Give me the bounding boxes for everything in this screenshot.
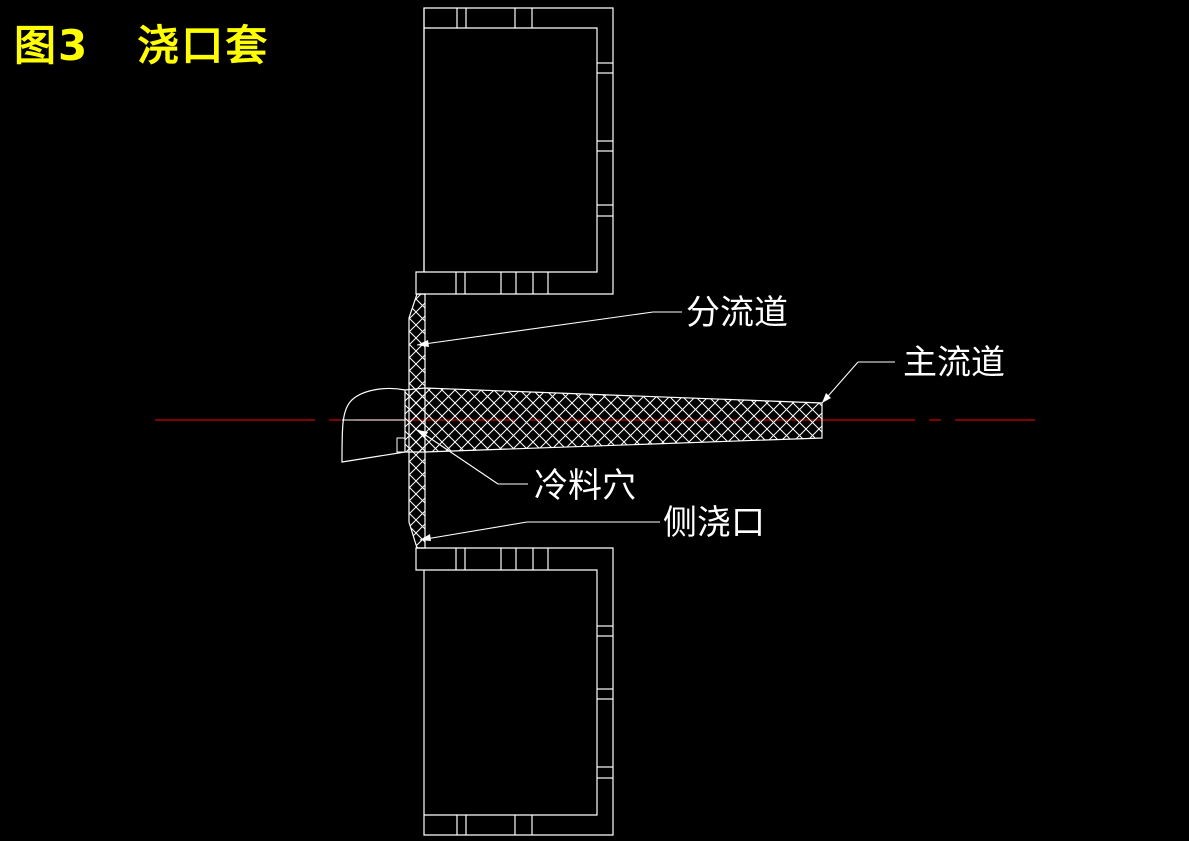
main-runner-label: 主流道 (903, 343, 1005, 383)
lower-cavity (415, 547, 614, 836)
figure-caption: 浇口套 (137, 21, 270, 70)
main-runner-shape (404, 387, 823, 453)
figure-number: 图3 (14, 21, 90, 70)
figure-title: 图3 浇口套 (14, 12, 269, 73)
upper-cavity (415, 7, 614, 295)
branch-runner-label: 分流道 (686, 293, 788, 333)
cold-slug-well-label: 冷料穴 (534, 466, 636, 506)
runner-system (341, 293, 823, 549)
leader-lines (416, 311, 895, 541)
cold-slug-well-shape (341, 387, 406, 463)
side-gate-label: 侧浇口 (663, 503, 765, 543)
